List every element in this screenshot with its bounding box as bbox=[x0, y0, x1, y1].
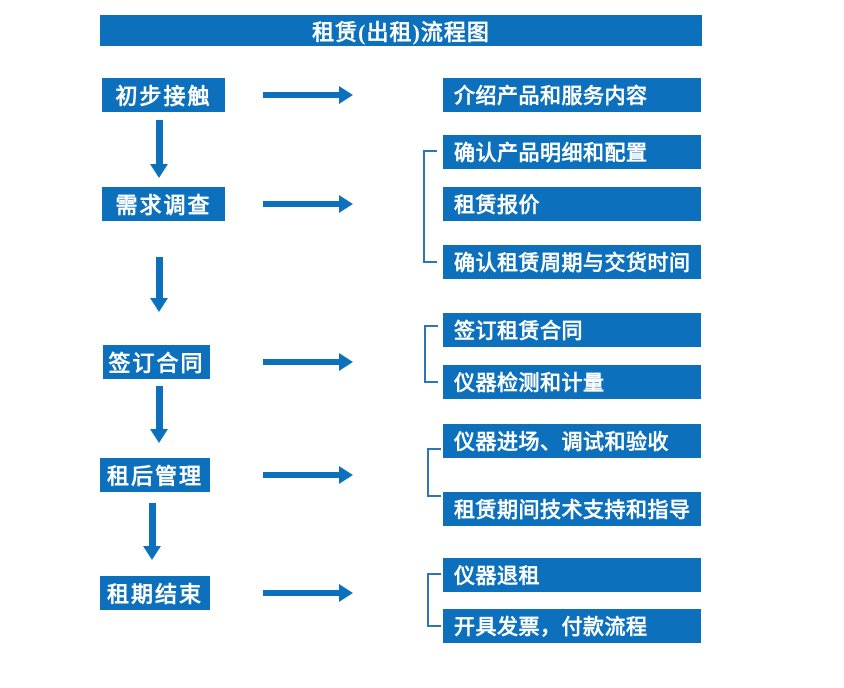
step-post-rental-management: 租后管理 bbox=[100, 458, 210, 492]
flowchart-title: 租赁(出租)流程图 bbox=[100, 15, 702, 46]
output-instrument-testing: 仪器检测和计量 bbox=[443, 365, 701, 399]
arrow-down-icon bbox=[143, 503, 161, 560]
output-tech-support: 租赁期间技术支持和指导 bbox=[443, 492, 701, 526]
arrow-right-icon bbox=[263, 353, 353, 371]
arrow-right-icon bbox=[263, 584, 353, 602]
arrow-right-icon bbox=[263, 195, 353, 213]
output-rental-quote: 租赁报价 bbox=[443, 187, 701, 221]
output-instrument-return: 仪器退租 bbox=[443, 558, 701, 592]
bracket-connector bbox=[427, 448, 441, 497]
output-confirm-product-spec: 确认产品明细和配置 bbox=[443, 135, 701, 169]
output-sign-rental-contract: 签订租赁合同 bbox=[443, 313, 701, 347]
arrow-down-icon bbox=[150, 386, 168, 443]
step-lease-end: 租期结束 bbox=[100, 576, 210, 610]
step-demand-survey: 需求调查 bbox=[102, 187, 225, 221]
bracket-connector bbox=[424, 325, 438, 383]
arrow-right-icon bbox=[263, 466, 353, 484]
step-initial-contact: 初步接触 bbox=[102, 78, 225, 112]
step-sign-contract: 签订合同 bbox=[103, 345, 210, 379]
arrow-down-icon bbox=[150, 120, 168, 178]
bracket-connector bbox=[423, 150, 437, 263]
arrow-down-icon bbox=[150, 257, 168, 312]
output-invoice-payment: 开具发票，付款流程 bbox=[443, 609, 701, 643]
bracket-connector bbox=[427, 573, 441, 627]
arrow-right-icon bbox=[263, 86, 353, 104]
output-confirm-period: 确认租赁周期与交货时间 bbox=[443, 245, 701, 279]
output-introduce-products: 介绍产品和服务内容 bbox=[443, 78, 701, 112]
output-instrument-setup: 仪器进场、调试和验收 bbox=[443, 424, 701, 458]
